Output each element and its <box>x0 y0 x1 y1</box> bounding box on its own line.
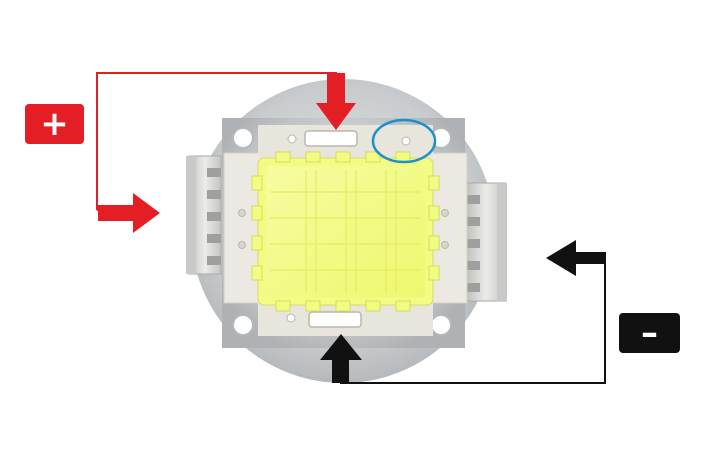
polarity-marker-circle <box>371 118 437 164</box>
positive-label: + <box>40 104 69 144</box>
chip-grid <box>270 170 421 293</box>
negative-badge: – <box>619 313 680 353</box>
positive-pad <box>304 130 358 147</box>
positive-badge: + <box>25 104 84 144</box>
left-tabs <box>186 155 222 275</box>
arrow-left-icon <box>546 240 606 276</box>
right-tabs <box>465 182 507 302</box>
negative-label: – <box>641 313 658 353</box>
arrow-right-icon <box>98 193 160 233</box>
negative-pad <box>308 311 362 328</box>
arrow-up-icon <box>320 334 362 383</box>
arrow-down-icon <box>316 73 356 130</box>
